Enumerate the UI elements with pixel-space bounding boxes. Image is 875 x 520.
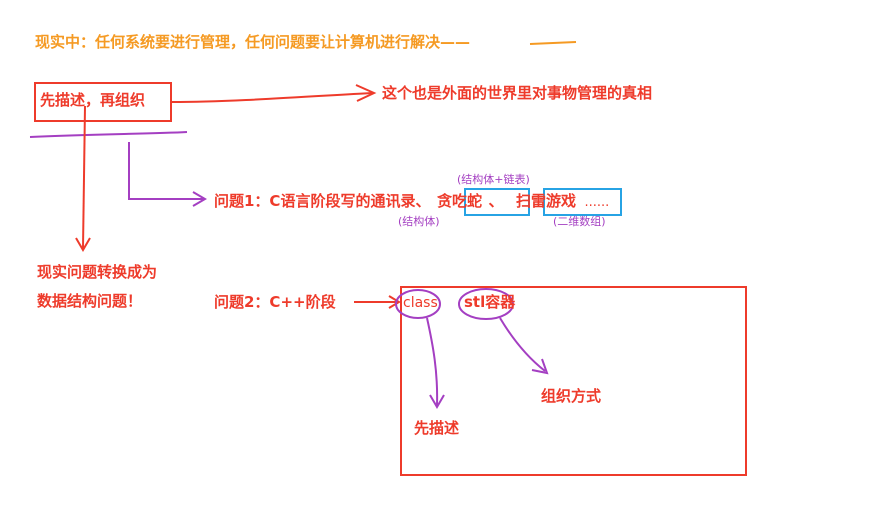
- note-contacts: (结构体): [398, 215, 440, 228]
- problem1-arrow: [128, 142, 203, 200]
- organize-arrowhead: [531, 358, 549, 375]
- describe-arrow: [426, 317, 439, 406]
- truth-arrow: [171, 92, 373, 103]
- truth-text: 这个也是外面的世界里对事物管理的真相: [382, 84, 653, 102]
- problem1-suffix: ......: [584, 195, 610, 210]
- header-dash: [529, 41, 577, 45]
- describe-label: 先描述: [414, 419, 460, 437]
- class-label: class: [403, 295, 438, 311]
- problem1-text: 问题1：C语言阶段写的通讯录、贪吃蛇、扫雷游戏......: [214, 192, 610, 210]
- organize-arrow: [499, 317, 546, 372]
- truth-arrowhead: [355, 84, 377, 102]
- conversion-arrow: [82, 105, 86, 249]
- conversion-arrowhead: [75, 237, 91, 252]
- problem2-prefix: 问题2：C++阶段: [214, 293, 336, 311]
- note-snake: (结构体+链表): [457, 173, 530, 186]
- stl-label: stl容器: [464, 293, 516, 311]
- conversion-text-line2: 数据结构问题！: [37, 292, 143, 310]
- class-arrowhead: [388, 295, 401, 309]
- problem1-prefix: 问题1：C语言阶段写的通讯录、: [214, 192, 431, 210]
- mine-label: 扫雷游戏: [515, 192, 576, 210]
- snake-label: 贪吃蛇: [436, 192, 482, 210]
- cpp-container-box: [400, 286, 747, 476]
- note-mine: (二维数组): [553, 215, 606, 228]
- header-text: 现实中：任何系统要进行管理，任何问题要让计算机进行解决——: [35, 33, 471, 51]
- purple-divider: [29, 131, 188, 138]
- describe-then-organize: 先描述，再组织: [40, 91, 146, 109]
- conversion-text-line1: 现实问题转换成为: [37, 263, 158, 281]
- problem1-sep: 、: [488, 192, 504, 210]
- organize-label: 组织方式: [541, 387, 602, 405]
- problem1-arrowhead: [192, 191, 207, 207]
- describe-arrowhead: [429, 394, 445, 409]
